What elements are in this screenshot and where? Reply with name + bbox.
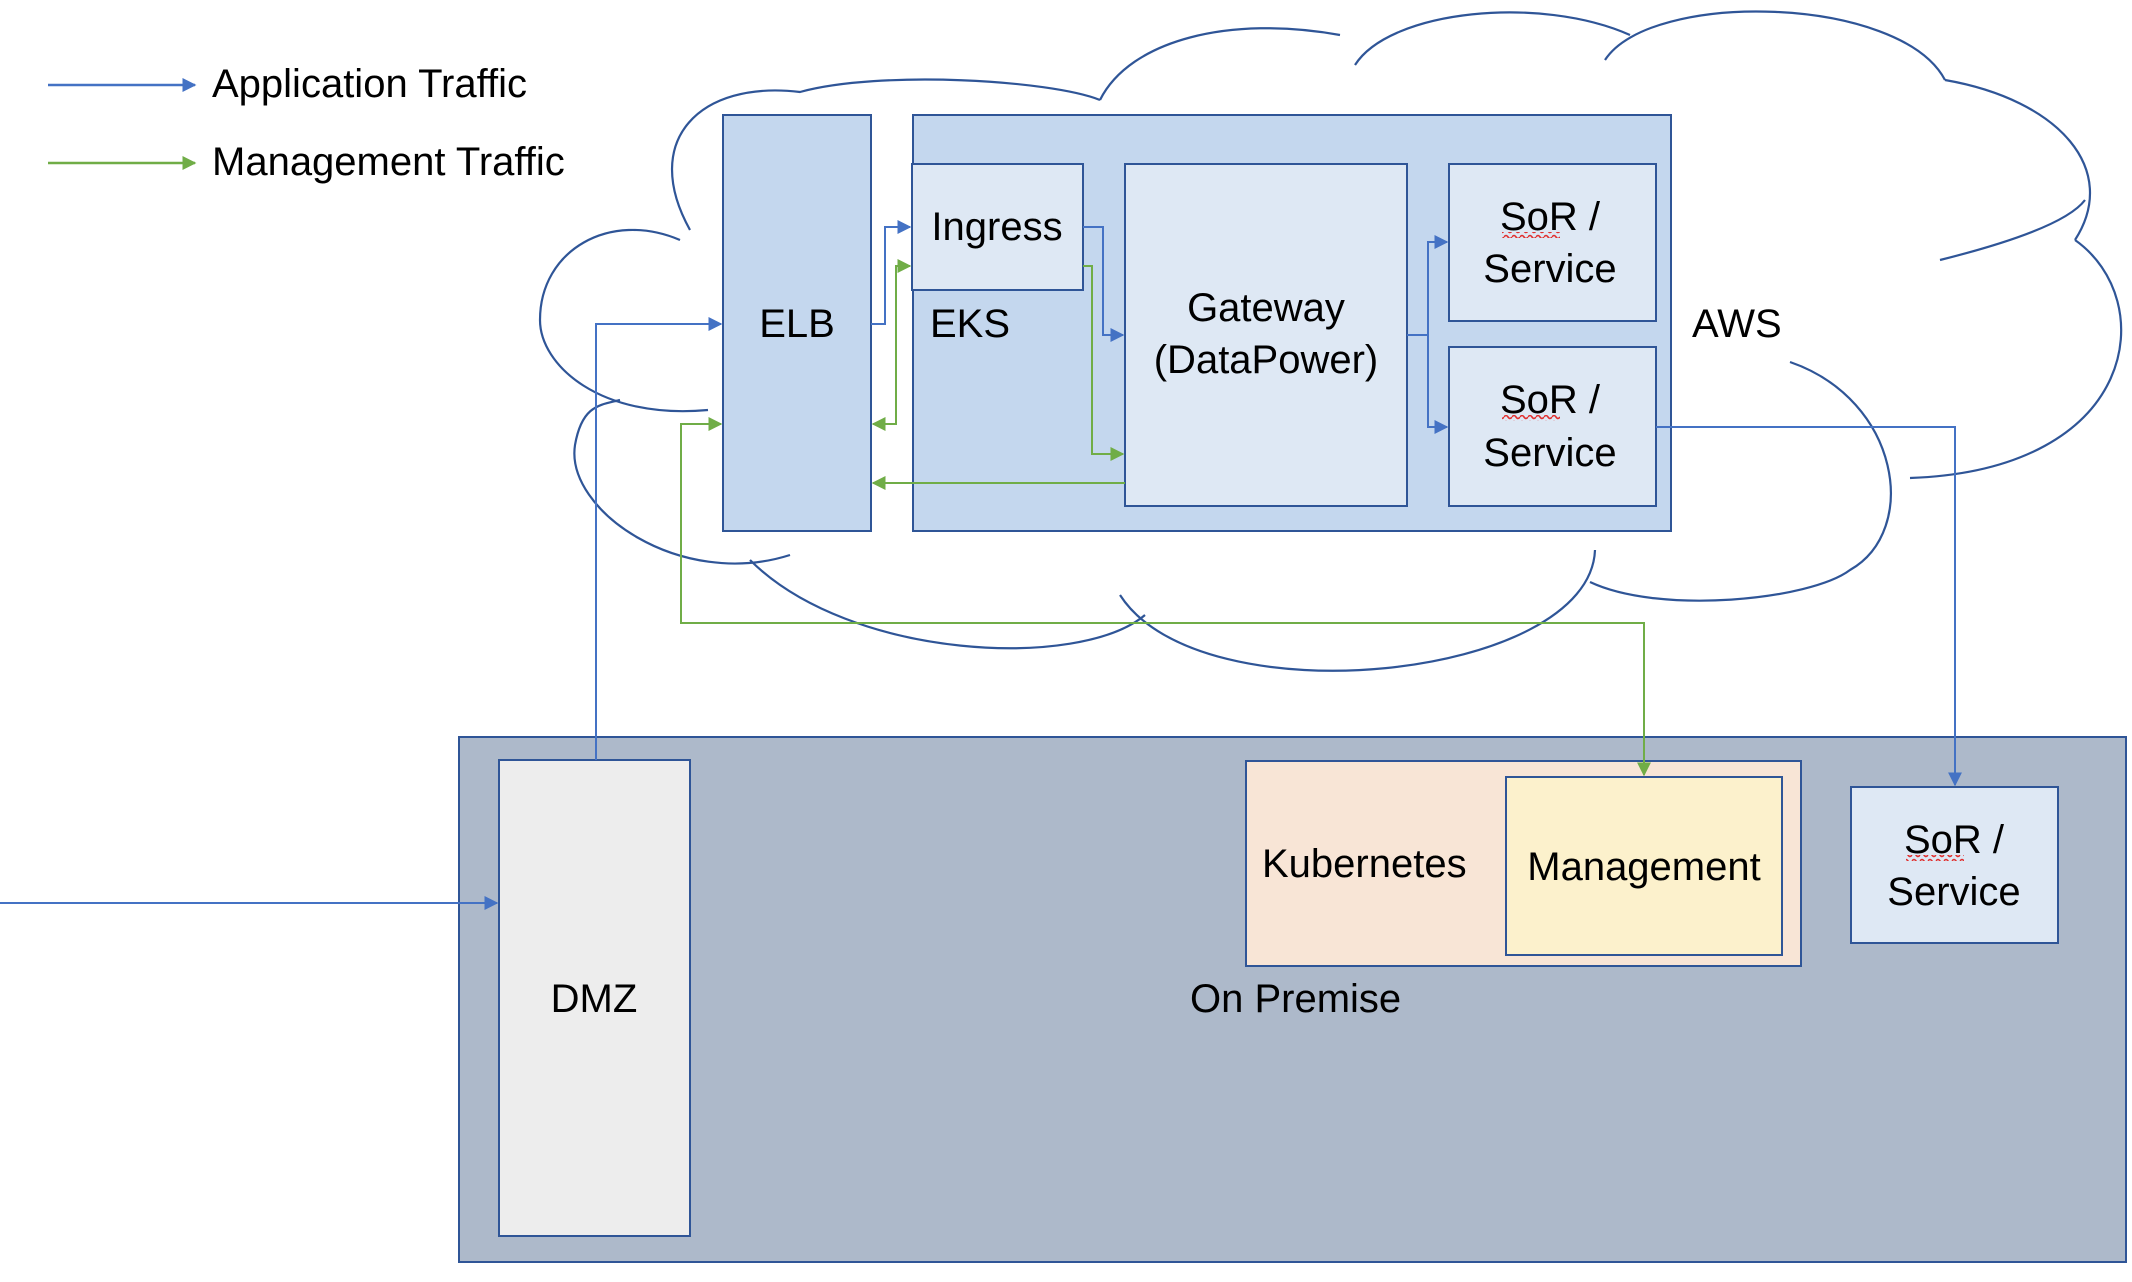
spellcheck-underline	[1906, 855, 1964, 861]
spellcheck-underline	[1502, 415, 1560, 421]
dmz-box	[498, 759, 691, 1237]
ingress-to-gateway-arrow	[1083, 226, 1125, 342]
sor-service-bottom-line1: SoR /	[1500, 378, 1601, 422]
gateway-to-sor-top-arrow	[1407, 235, 1449, 336]
gateway-label-line2: (DataPower)	[1154, 338, 1379, 382]
ingress-label: Ingress	[931, 205, 1062, 249]
kubernetes-label: Kubernetes	[1262, 842, 1467, 886]
management-box	[1505, 776, 1783, 956]
on-premise-label: On Premise	[1190, 977, 1401, 1021]
sor-to-on-premise-sor-arrow	[1656, 426, 1962, 787]
application-traffic-legend-label: Application Traffic	[212, 62, 527, 106]
legend: Application Traffic Management Traffic	[48, 62, 565, 184]
application-traffic-connectors	[0, 220, 1962, 910]
on-premise-sor-service-box	[1850, 786, 2059, 944]
sor-service-bottom-line2: Service	[1483, 431, 1616, 475]
eks-label: EKS	[930, 302, 1010, 346]
spellcheck-underline	[1502, 232, 1560, 238]
management-traffic-legend-label: Management Traffic	[212, 140, 565, 184]
elb-management-link-arrow	[680, 417, 1651, 777]
sor-service-top-box	[1448, 163, 1657, 322]
sor-service-top-line2: Service	[1483, 247, 1616, 291]
gateway-label-line1: Gateway	[1187, 286, 1345, 330]
sor-service-bottom-box	[1448, 346, 1657, 507]
gateway-box	[1124, 163, 1408, 507]
dmz-to-elb-arrow	[595, 317, 723, 760]
ingress-box	[911, 163, 1084, 291]
sor-service-top-line1: SoR /	[1500, 195, 1601, 239]
elb-to-ingress-arrow	[871, 220, 912, 325]
management-traffic-connectors	[680, 259, 1651, 777]
management-label: Management	[1527, 845, 1760, 889]
elb-label: ELB	[759, 302, 835, 346]
on-premise-sor-line1: SoR /	[1904, 818, 2005, 862]
dmz-label: DMZ	[551, 977, 638, 1021]
aws-label: AWS	[1692, 302, 1782, 346]
elb-ingress-management-arrow	[871, 259, 912, 431]
on-premise-sor-line2: Service	[1887, 870, 2020, 914]
